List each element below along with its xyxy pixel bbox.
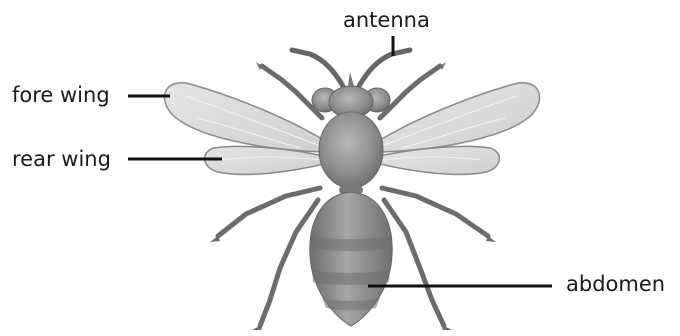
- left-antenna: [292, 50, 344, 88]
- label-abdomen: abdomen: [566, 274, 665, 295]
- middle-right-leg: [382, 188, 488, 236]
- right-antenna: [358, 50, 410, 88]
- front-right-leg: [380, 66, 440, 118]
- front-left-leg: [262, 66, 322, 118]
- middle-left-leg: [218, 188, 320, 236]
- rear-right-leg: [384, 200, 444, 326]
- abdomen-body: [310, 192, 392, 326]
- rear-left-leg: [260, 200, 318, 326]
- label-antenna: antenna: [343, 10, 430, 31]
- label-fore-wing: fore wing: [12, 85, 110, 106]
- thorax: [319, 112, 383, 188]
- label-rear-wing: rear wing: [12, 149, 111, 170]
- ocelli: [348, 72, 354, 86]
